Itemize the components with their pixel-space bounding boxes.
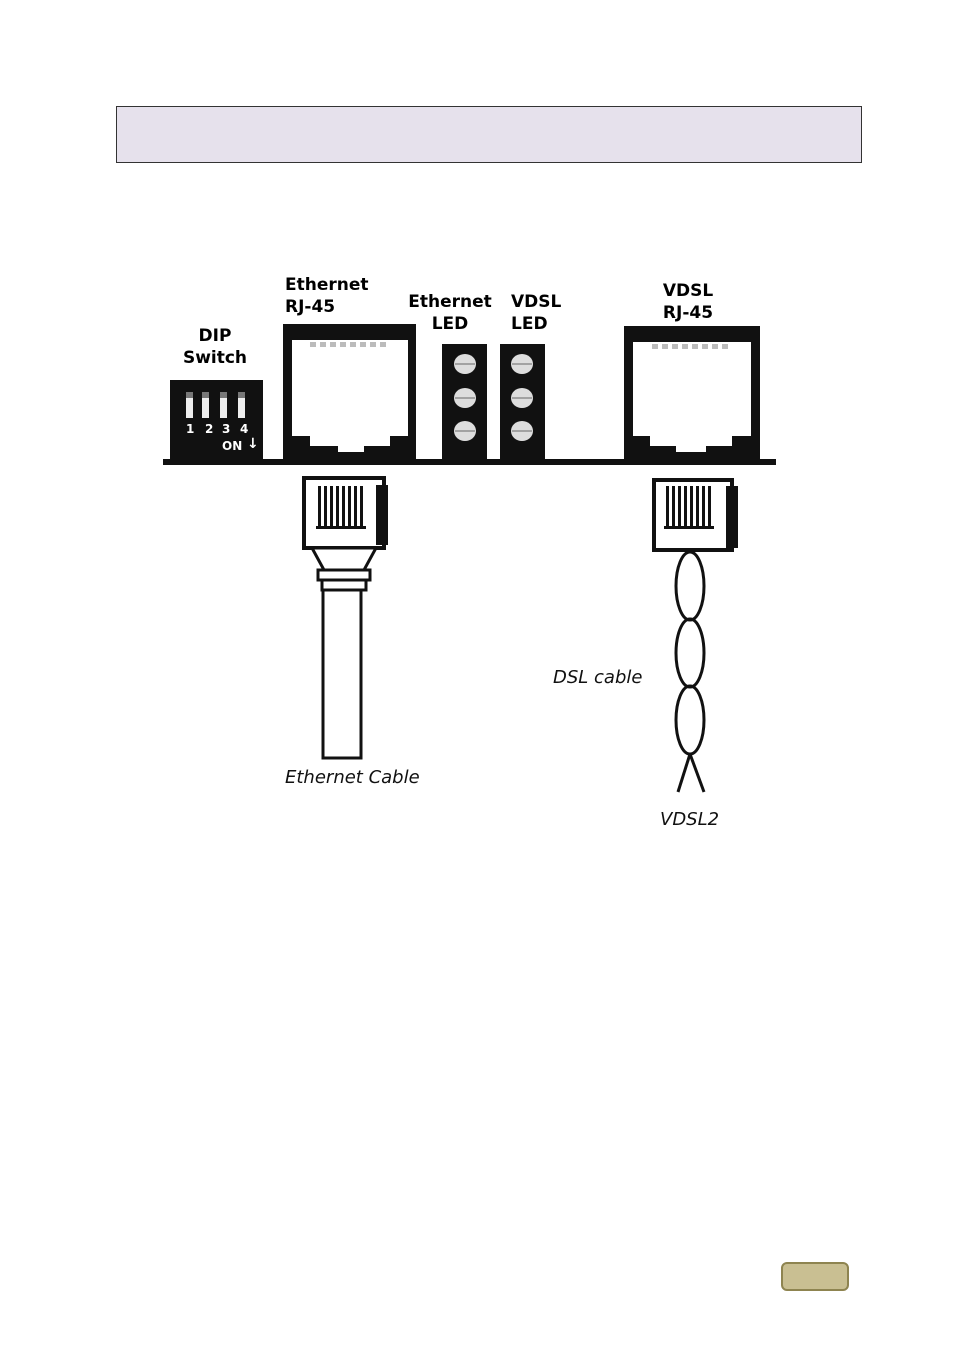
vdsl-rj45-label: VDSL RJ-45 (648, 280, 728, 324)
dip-switch-label: DIP Switch (175, 325, 255, 369)
chassis-edge (163, 459, 776, 465)
dip-label-line2: Switch (182, 348, 248, 368)
ethernet-rj45-line1: Ethernet (285, 275, 369, 295)
vdsl2-label: VDSL2 (660, 809, 720, 830)
dip-switch-block (170, 380, 263, 460)
ethernet-led-line2: LED (431, 314, 469, 334)
dsl-cable-label: DSL cable (553, 667, 643, 688)
dip-number-4: 4 (240, 422, 249, 436)
ethernet-led-line1: Ethernet (408, 292, 492, 312)
ethernet-cable-body (321, 588, 363, 760)
dip-number-3: 3 (222, 422, 231, 436)
dip-number-1: 1 (186, 422, 195, 436)
arrow-down-icon: ↓ (247, 436, 259, 452)
dip-on-label: ON (222, 439, 243, 453)
vdsl-led-column (500, 344, 545, 461)
ethernet-cable-label: Ethernet Cable (285, 767, 420, 788)
vdsl-rj45-port (624, 326, 760, 461)
ethernet-rj45-port (283, 324, 416, 461)
ethernet-led-column (442, 344, 487, 461)
vdsl-led-line2: LED (511, 314, 548, 334)
section-header-box (116, 106, 862, 163)
ethernet-cable-plug (302, 476, 388, 592)
ethernet-rj45-label: Ethernet RJ-45 (285, 274, 369, 318)
vdsl-rj45-line1: VDSL (662, 281, 714, 301)
vdsl-led-line1: VDSL (511, 292, 562, 312)
ethernet-rj45-line2: RJ-45 (285, 297, 336, 317)
dip-number-2: 2 (205, 422, 214, 436)
dsl-twisted-cable (674, 550, 706, 793)
dip-label-line1: DIP (198, 326, 232, 346)
ethernet-led-label: Ethernet LED (402, 291, 498, 335)
vdsl-led-label: VDSL LED (511, 291, 561, 335)
vdsl-rj45-line2: RJ-45 (662, 303, 714, 323)
vdsl-cable-plug (652, 478, 738, 552)
page-number-badge (781, 1262, 849, 1291)
